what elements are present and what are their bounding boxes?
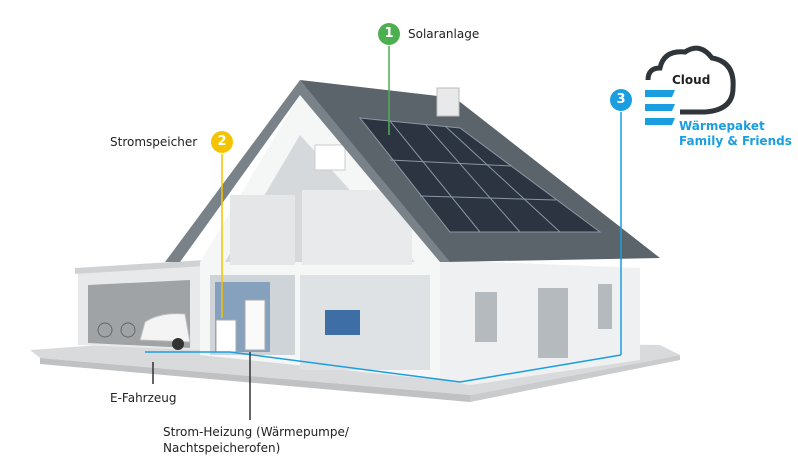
side-windows xyxy=(475,284,612,358)
electric-car xyxy=(139,313,191,350)
solar-panel-gridline xyxy=(419,195,557,201)
battery-storage-unit xyxy=(215,319,237,353)
badge-3: 3 xyxy=(610,89,632,111)
cloud-line-1: Wärmepaket xyxy=(679,119,765,133)
cloud-outline xyxy=(645,45,736,115)
ground-slab-edge-side xyxy=(470,355,680,402)
car-wheel xyxy=(172,338,184,350)
garage-roof xyxy=(75,260,205,274)
bicycle-wheel xyxy=(120,322,136,338)
badge-2: 2 xyxy=(211,131,233,153)
label-heating-line-2: Nachtspeicherofen) xyxy=(163,441,281,455)
badge-1: 1 xyxy=(378,23,400,45)
ground-slab-edge-front xyxy=(40,358,470,402)
car-body xyxy=(139,313,191,343)
window xyxy=(598,284,612,329)
solar-panel-gridline xyxy=(389,120,481,233)
solar-panels xyxy=(358,117,602,233)
label-heating-line-1: Strom-Heizung (Wärmepumpe/ xyxy=(163,425,349,439)
bicycle-wheel xyxy=(97,322,113,338)
television xyxy=(325,310,360,335)
solar-panel-gridline xyxy=(389,159,513,167)
label-e-fahrzeug: E-Fahrzeug xyxy=(110,391,177,405)
solar-panel-array xyxy=(358,117,602,233)
cloud-stripe xyxy=(645,90,675,97)
bicycle xyxy=(97,322,136,338)
cloud-line-2: Family & Friends xyxy=(679,134,792,148)
bedroom xyxy=(230,195,295,265)
chimney xyxy=(436,87,460,117)
cloud-stripe xyxy=(645,118,675,125)
heat-pump-unit xyxy=(244,299,266,351)
cloud-icon xyxy=(645,45,736,125)
living-room xyxy=(300,275,430,370)
cloud-stripe xyxy=(645,104,675,111)
label-stromspeicher: Stromspeicher xyxy=(110,135,198,149)
attic-boxes xyxy=(314,144,346,171)
cloud-connection-line xyxy=(145,351,622,383)
cloud-title: Cloud xyxy=(672,73,711,87)
label-solaranlage: Solaranlage xyxy=(408,27,480,41)
window xyxy=(475,292,497,342)
solar-panel-gridline xyxy=(424,123,521,233)
patio-door xyxy=(538,288,568,358)
solar-panel-gridline xyxy=(444,125,561,233)
